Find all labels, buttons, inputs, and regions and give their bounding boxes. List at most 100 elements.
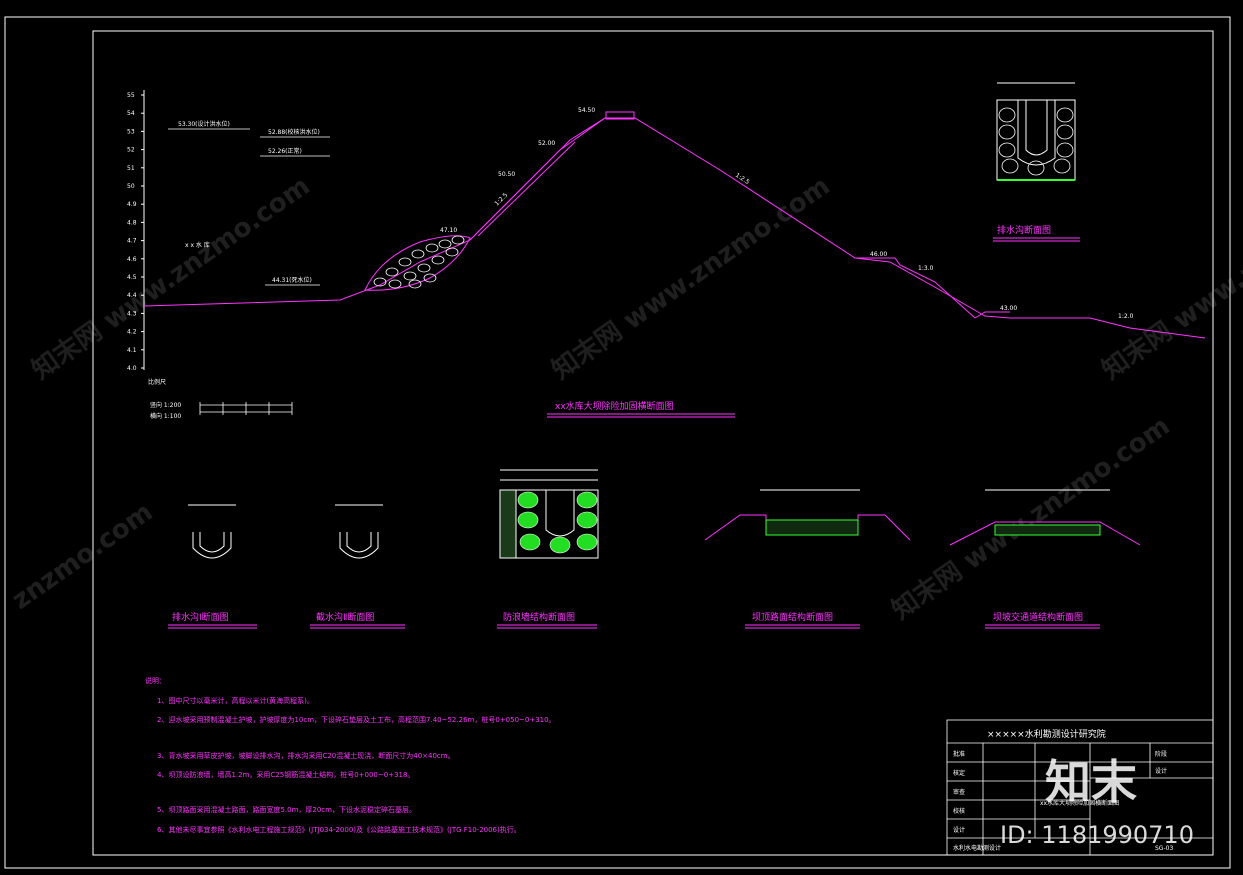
stone <box>998 142 1016 158</box>
stone <box>411 249 425 259</box>
watermark-logo: 知末 <box>1045 755 1137 809</box>
elevation-tick-label: 4.7 <box>127 238 137 245</box>
note-line-2: 2、迎水坡采用预制混凝土护坡，护坡厚度为10cm，下设碎石垫层及土工布，高程范围… <box>157 715 556 724</box>
wall-stone <box>576 491 598 509</box>
elevation-tick-label: 52 <box>127 147 135 154</box>
stone <box>451 235 465 245</box>
wall-stone <box>576 511 598 529</box>
tb-row-1: 批准 <box>953 750 965 758</box>
stone <box>1027 160 1045 176</box>
slope-ratio-2: 1:3.0 <box>918 265 934 272</box>
drain-top-title: 排水沟断面图 <box>997 224 1051 236</box>
watermark-text-4: znzmo.com <box>7 497 159 616</box>
stone <box>1056 124 1074 140</box>
main-section-title: xx水库大坝除险加固横断面图 <box>555 400 674 412</box>
stone <box>388 279 402 289</box>
notes-heading: 说明： <box>145 676 166 685</box>
title-block-org: ×××××水利勘测设计研究院 <box>987 728 1106 740</box>
stone <box>445 247 459 257</box>
elevation-tick-label: 4.9 <box>127 201 137 208</box>
stone <box>373 277 387 287</box>
water-levels <box>168 128 330 286</box>
elevation-tick-label: 4.2 <box>127 329 137 336</box>
crest-wave-wall <box>605 111 635 120</box>
inner-frame <box>92 30 1214 856</box>
slope-ratio-3: 1:2.0 <box>1118 313 1134 320</box>
note-line-1: 1、图中尺寸以毫米计，高程以米计(黄海高程系)。 <box>157 696 314 705</box>
downstream-toe <box>974 311 1010 319</box>
drain-2-section <box>335 504 383 559</box>
elevation-tick-label: 54 <box>127 110 135 117</box>
tb-right-2: 设计 <box>1155 767 1167 775</box>
elevation-tick-label: 4.5 <box>127 274 137 281</box>
wave-wall-section <box>499 469 599 559</box>
stone <box>1056 142 1074 158</box>
scale-title: 比例尺 <box>148 378 166 386</box>
tb-row-2: 核定 <box>953 769 965 777</box>
drain-1-section <box>188 504 236 559</box>
upstream-protection-line <box>469 117 606 241</box>
berm-road-title: 坝坡交通道结构断面图 <box>993 611 1083 623</box>
upstream-protection-line-2 <box>477 141 576 237</box>
elevation-axis: 55 54 53 52 51 50 4.9 4.8 4.7 4.6 4.5 4.4 4.3 4.2 4.1 4… <box>127 90 145 372</box>
elevation-tick-label: 4.1 <box>127 347 137 354</box>
watermark-layer: 知末网 www.znzmo.com 知末网 www.znzmo.com 知末网 … <box>7 171 1243 626</box>
tb-row-3: 审查 <box>953 788 965 796</box>
tb-row-5: 设计 <box>953 826 965 834</box>
upper-slope-label: 52.00 <box>538 140 555 147</box>
stone <box>1053 158 1071 174</box>
stone <box>438 239 452 249</box>
drain-top-detail <box>996 82 1076 181</box>
tb-right-1: 阶段 <box>1155 750 1167 758</box>
note-line-5: 5、坝顶路面采用混凝土路面，路面宽度5.0m，厚20cm，下设水泥稳定碎石基层。 <box>157 805 416 814</box>
crest-road-section <box>704 489 911 541</box>
drain-2-title: 截水沟Ⅱ断面图 <box>316 611 374 623</box>
elevation-tick-label: 4.3 <box>127 310 137 317</box>
outer-frame <box>4 16 1231 869</box>
watermark-id: ID: 1181990710 <box>1000 821 1194 849</box>
stone <box>998 124 1016 140</box>
berm-road-section <box>949 489 1141 546</box>
riprap-stones <box>373 235 465 289</box>
elevation-tick-label: 55 <box>127 92 135 99</box>
slope-ratio-up: 1:2.5 <box>493 191 509 207</box>
elevation-tick-label: 53 <box>127 128 135 135</box>
stone <box>403 271 417 281</box>
stone <box>385 267 399 277</box>
down-berm-label-2: 43.00 <box>1000 305 1017 312</box>
wall-stone <box>519 533 541 551</box>
stone <box>408 279 422 289</box>
scale-horizontal: 横向 1:100 <box>150 412 181 420</box>
watermark-text-3: 知末网 www.znzmo.com <box>1097 171 1243 386</box>
elevation-tick-label: 4.8 <box>127 219 137 226</box>
stone <box>417 263 431 273</box>
scale-bar <box>199 402 293 415</box>
elevation-tick-label: 4.0 <box>127 365 137 372</box>
crest-elevation-label: 54.50 <box>578 107 595 114</box>
elevation-tick-label: 51 <box>127 165 135 172</box>
wall-stone <box>517 491 539 509</box>
dam-profile-line <box>143 117 1206 339</box>
berm-label-mid: 47.10 <box>440 227 457 234</box>
tb-drawing-name: xx水库大坝除险加固横断面图 <box>1040 799 1119 807</box>
tb-footer: 水利水电勘测设计 <box>953 844 1001 852</box>
title-block <box>946 719 1214 856</box>
stone <box>1001 158 1019 174</box>
stone <box>423 273 437 283</box>
stone <box>1056 107 1074 123</box>
watermark-text-2: 知末网 www.znzmo.com <box>547 171 836 386</box>
elevation-tick-label: 4.6 <box>127 256 137 263</box>
reservoir-label: x x 水 库 <box>185 241 210 249</box>
down-berm-label-1: 46.00 <box>870 251 887 258</box>
stone <box>998 107 1016 123</box>
drain-top-stones <box>998 107 1074 176</box>
wave-wall-stones <box>517 491 598 554</box>
downstream-berm <box>855 257 976 319</box>
level-label-4: 44.31(死水位) <box>272 276 312 284</box>
stone <box>425 243 439 253</box>
elevation-tick-label: 50 <box>127 183 135 190</box>
elevation-tick-label: 4.4 <box>127 292 137 299</box>
crest-road-title: 坝顶路面结构断面图 <box>752 611 833 623</box>
berm-label-left: 50.50 <box>498 171 515 178</box>
